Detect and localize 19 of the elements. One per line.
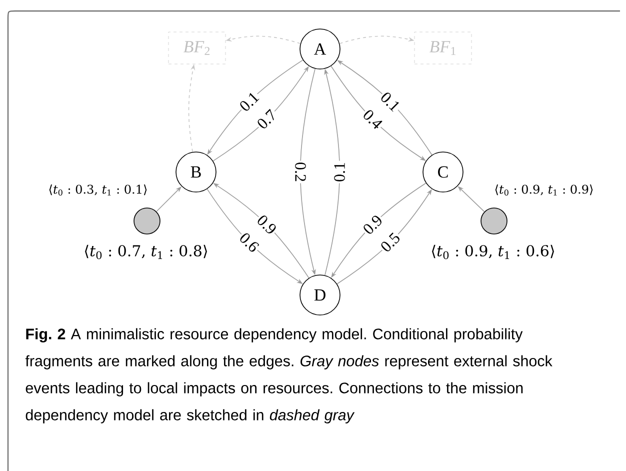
edge-label: 0.1 [381,92,399,112]
dashed-box: BF$_{2}$ [168,32,226,64]
edge-label: 0.6 [240,233,260,252]
edge-label: 0.1 [334,162,345,182]
edge-label: 0.9 [258,216,276,234]
shock-circle [480,208,508,234]
dashed-box: BF$_{1}$ [414,32,472,64]
edge-label: ⟨t$_{0}$ : 0.9, t$_{1}$ : 0.9⟩ [495,184,593,196]
edge-label: 0.9 [364,216,382,234]
edge-label: 0.4 [364,110,382,129]
probability-label: ⟨t$_{0}$ : 0.7, t$_{1}$ : 0.8⟩ [85,244,207,260]
edge-label: ⟨t$_{0}$ : 0.3, t$_{1}$ : 0.1⟩ [49,184,147,196]
edge-label: 0.7 [258,108,274,128]
shock-circle [134,208,160,234]
edge-label: 0.5 [381,232,400,252]
probability-label: ⟨t$_{0}$ : 0.9, t$_{1}$ : 0.6⟩ [432,244,554,260]
edge-label: 0.2 [295,162,306,182]
edge-label: 0.1 [240,93,260,111]
caption: Fig. 2 A minimalistic resource dependency model. Conditional probability fragments are marked along the edges. Gray nodes represent external shock events leading to local impacts on resources. Connections to the mission dependency model are sketched in dashed gray [25,328,552,424]
